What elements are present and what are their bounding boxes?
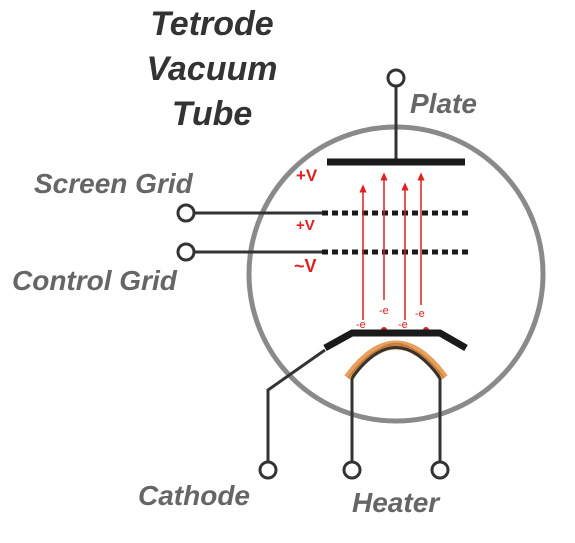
electron-label: -e xyxy=(379,305,389,317)
cathode-electrode xyxy=(323,329,468,352)
heater-terminal-right xyxy=(430,460,450,480)
screen-grid-terminal xyxy=(176,203,196,223)
electron-label: -e xyxy=(398,319,408,331)
control-grid-terminal xyxy=(176,242,196,262)
title-line-3: Tube xyxy=(172,95,253,133)
control-grid-voltage-label: ~V xyxy=(294,256,317,276)
cathode-terminal xyxy=(258,460,278,480)
plate-label: Plate xyxy=(410,88,477,119)
cathode-label: Cathode xyxy=(138,480,250,511)
screen-grid-voltage-label: +V xyxy=(296,217,315,234)
plate-voltage-label: +V xyxy=(296,166,318,185)
heater-label: Heater xyxy=(352,487,441,518)
title-line-1: Tetrode xyxy=(150,5,273,43)
electron-label: -e xyxy=(356,319,366,331)
heater-element xyxy=(350,346,442,379)
plate-terminal xyxy=(386,68,406,88)
electron-label: -e xyxy=(415,308,425,320)
control-grid-label: Control Grid xyxy=(12,265,178,296)
heater-terminal-left xyxy=(342,460,362,480)
cathode-lead-wire xyxy=(266,348,326,462)
heater-filament-coil xyxy=(347,344,445,379)
screen-grid-label: Screen Grid xyxy=(34,168,194,199)
title-line-2: Vacuum xyxy=(146,50,277,88)
